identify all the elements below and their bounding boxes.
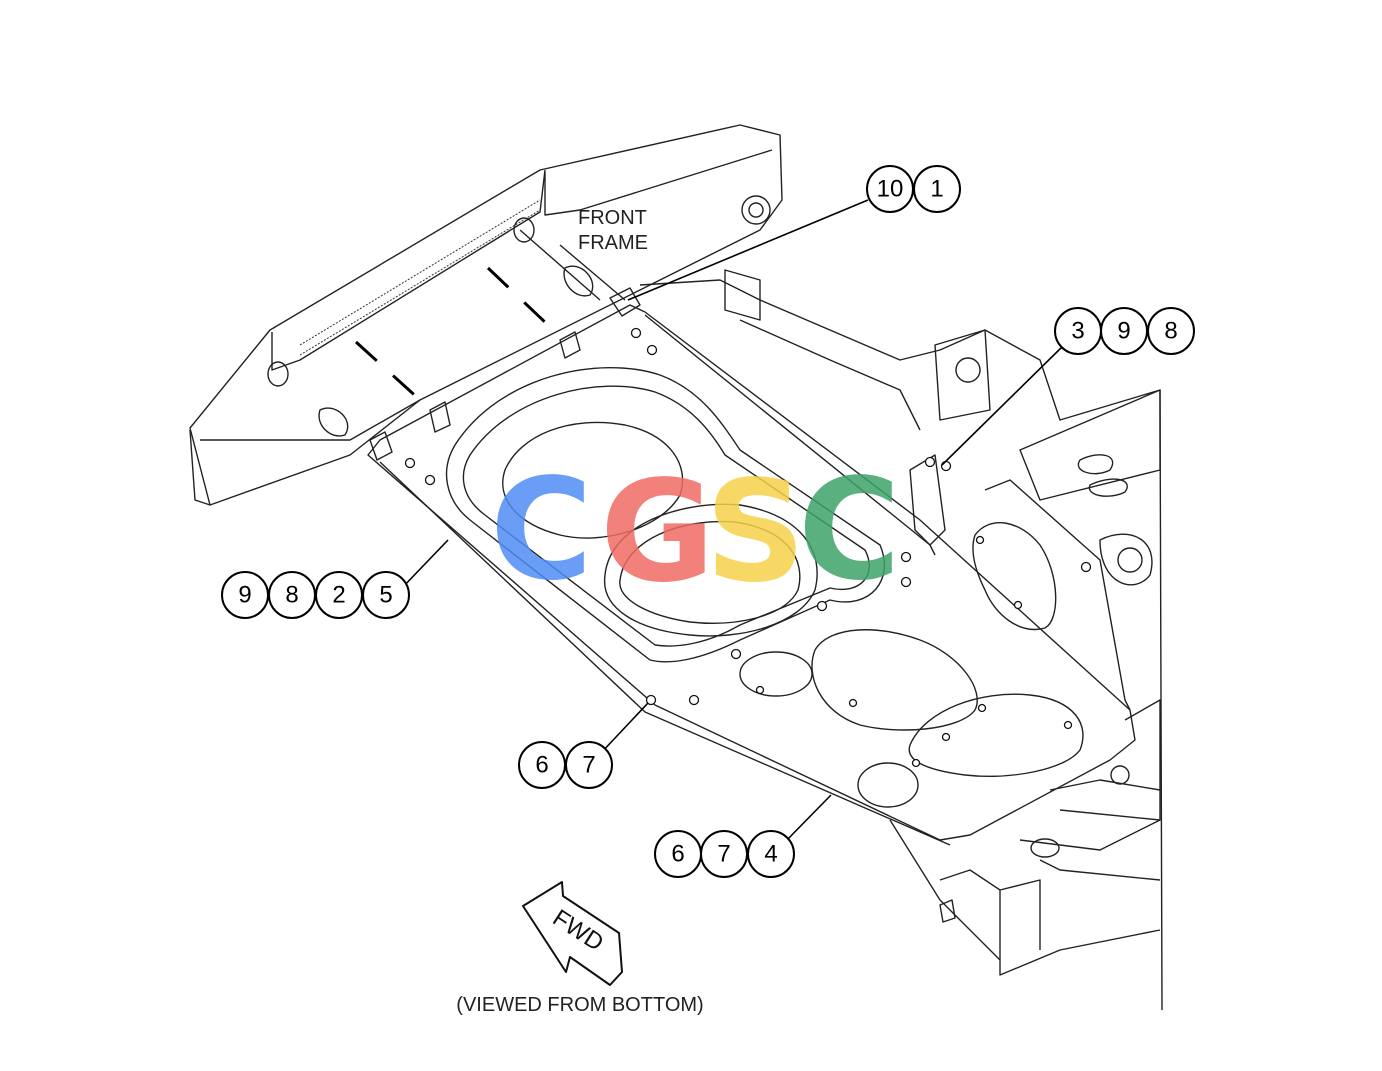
plate-bolts bbox=[404, 327, 1092, 768]
callout-number: 9 bbox=[238, 582, 251, 609]
view-note: (VIEWED FROM BOTTOM) bbox=[456, 994, 703, 1016]
callout-number: 1 bbox=[930, 176, 943, 203]
callout-number: 7 bbox=[717, 841, 730, 868]
callout-number: 5 bbox=[379, 582, 392, 609]
callout-number: 10 bbox=[877, 176, 904, 203]
callout-number: 6 bbox=[671, 841, 684, 868]
callout-bubble[interactable] bbox=[747, 830, 795, 878]
callout-number: 3 bbox=[1071, 318, 1084, 345]
callout-number: 6 bbox=[535, 752, 548, 779]
watermark-letter-c2: C bbox=[798, 449, 901, 612]
watermark-letter-c1: C bbox=[490, 449, 593, 612]
callout-number: 8 bbox=[1164, 318, 1177, 345]
front-frame bbox=[189, 124, 783, 506]
callout-number: 2 bbox=[332, 582, 345, 609]
callout-group-10-1[interactable]: 10 1 bbox=[866, 165, 961, 213]
front-frame-label-line2: FRAME bbox=[578, 232, 648, 254]
callout-bubble[interactable] bbox=[565, 741, 613, 789]
callout-group-3-9-8[interactable]: 3 9 8 bbox=[1054, 307, 1195, 355]
callout-number: 7 bbox=[582, 752, 595, 779]
watermark: C G S C bbox=[490, 449, 901, 614]
callout-number: 8 bbox=[285, 582, 298, 609]
watermark-letter-s: S bbox=[705, 451, 806, 614]
callout-number: 4 bbox=[764, 841, 777, 868]
watermark-letter-g: G bbox=[600, 451, 715, 614]
callout-bubble[interactable] bbox=[1147, 307, 1195, 355]
rear-frame bbox=[639, 269, 1163, 1011]
callout-number: 9 bbox=[1117, 318, 1130, 345]
fwd-arrow-icon: FWD bbox=[522, 881, 623, 986]
leader-lines bbox=[399, 199, 1064, 846]
callout-group-6-7-4[interactable]: 6 7 4 bbox=[654, 830, 795, 878]
front-frame-label-line1: FRONT bbox=[578, 207, 647, 229]
callout-group-9-8-2-5[interactable]: 9 8 2 5 bbox=[221, 571, 410, 619]
callout-group-6-7[interactable]: 6 7 bbox=[518, 741, 613, 789]
guard-plate bbox=[367, 287, 1136, 846]
callout-bubble[interactable] bbox=[362, 571, 410, 619]
callout-bubble[interactable] bbox=[913, 165, 961, 213]
